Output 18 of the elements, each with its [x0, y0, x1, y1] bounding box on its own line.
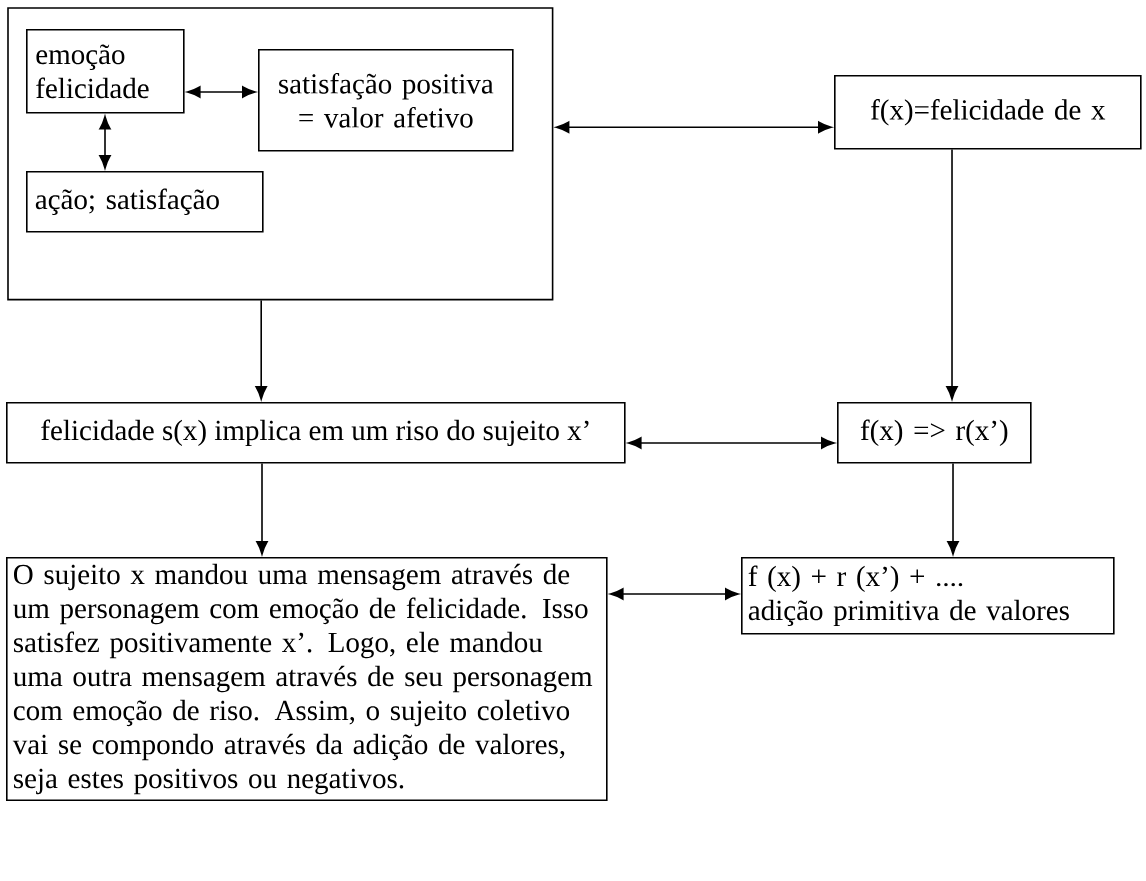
- text-box: ação; satisfação: [26, 171, 264, 233]
- text-box: satisfação positiva = valor afetivo: [258, 49, 514, 152]
- arrow: [946, 148, 958, 400]
- arrow: [99, 115, 111, 169]
- arrow: [609, 588, 739, 600]
- arrow: [947, 462, 959, 555]
- text-box: f(x) => r(x’): [837, 402, 1032, 464]
- arrow: [186, 86, 256, 98]
- text-box: emoção felicidade: [26, 29, 185, 114]
- text-box: felicidade s(x) implica em um riso do sujeito x’: [6, 402, 626, 464]
- arrow: [627, 437, 835, 449]
- arrow: [256, 462, 268, 555]
- text-box: f(x)=felicidade de x: [834, 75, 1142, 150]
- arrow: [255, 299, 268, 400]
- arrow: [555, 121, 832, 134]
- text-box: f (x) + r (x’) + .... adição primitiva de valores: [741, 557, 1115, 635]
- group-box: [7, 7, 554, 301]
- text-box: O sujeito x mandou uma mensagem através de um personagem com emoção de felicidade. Isso satisfez positivamente x’. Logo, ele mandou uma outra mensagem através de seu personagem com emoção de riso. Assim, o sujeito coletivo vai se compondo através da adição de valores, seja estes positivos ou negativos.: [6, 557, 608, 802]
